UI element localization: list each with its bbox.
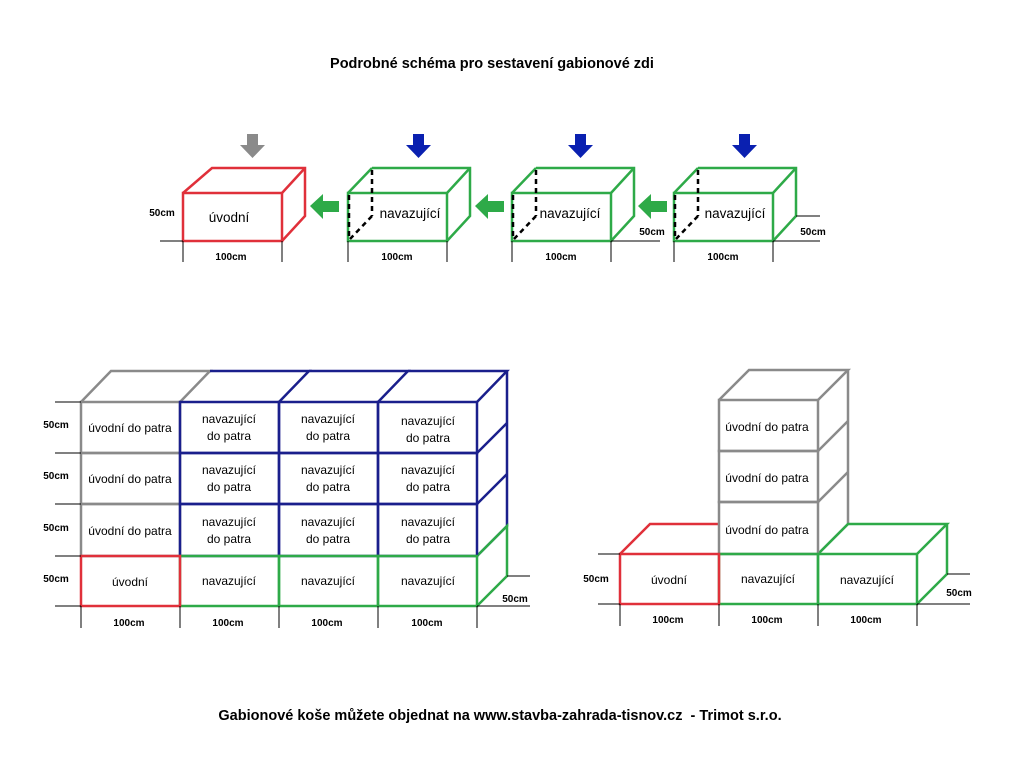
down-arrow-icon	[732, 134, 757, 158]
floor-continuing-label: do patra	[406, 532, 450, 546]
continuing-basket-2	[510, 166, 636, 243]
floor-continuing-label: navazující	[301, 412, 356, 426]
floor-continuing-label: navazující	[401, 414, 456, 428]
height-dimension: 50cm	[43, 420, 69, 431]
height-dimension: 50cm	[583, 574, 609, 585]
floor-continuing-label: do patra	[207, 429, 251, 443]
diagram-title: Podrobné schéma pro sestavení gabionové …	[330, 56, 654, 72]
width-dimension: 100cm	[381, 252, 412, 263]
down-arrow-icon	[406, 134, 431, 158]
floor-continuing-label: do patra	[207, 480, 251, 494]
continuing-basket-2-label: navazující	[540, 206, 601, 221]
full-wall: úvodní do patra úvodní do patra úvodní d…	[43, 369, 530, 629]
width-dimension: 100cm	[751, 615, 782, 626]
height-dimension: 50cm	[149, 208, 175, 219]
depth-dimension: 50cm	[639, 227, 665, 238]
base-continuing-label: navazující	[741, 572, 796, 586]
footer-order-note: Gabionové koše můžete objednat na www.st…	[218, 708, 781, 724]
floor-start-label: úvodní do patra	[88, 472, 172, 486]
width-dimension: 100cm	[215, 252, 246, 263]
floor-continuing-label: navazující	[301, 463, 356, 477]
continuing-basket-1-label: navazující	[380, 206, 441, 221]
width-dimension: 100cm	[113, 618, 144, 629]
width-dimension: 100cm	[411, 618, 442, 629]
floor-continuing-label: navazující	[301, 515, 356, 529]
floor-start-label: úvodní do patra	[88, 421, 172, 435]
floor-start-label: úvodní do patra	[725, 523, 809, 537]
width-dimension: 100cm	[212, 618, 243, 629]
assembly-sequence: úvodní navazující	[149, 134, 826, 263]
base-continuing-label: navazující	[840, 573, 895, 587]
left-arrow-icon	[638, 194, 667, 219]
start-basket-label: úvodní	[209, 210, 250, 225]
floor-continuing-label: navazující	[202, 463, 257, 477]
column-dimension-lines	[598, 553, 970, 626]
depth-dimension: 50cm	[946, 588, 972, 599]
base-continuing-label: navazující	[202, 574, 257, 588]
left-arrow-icon	[475, 194, 504, 219]
floor-continuing-label: do patra	[207, 532, 251, 546]
floor-continuing-label: do patra	[406, 480, 450, 494]
start-basket	[181, 166, 307, 243]
base-start-label: úvodní	[651, 573, 688, 587]
base-start-label: úvodní	[112, 575, 149, 589]
base-continuing-label: navazující	[401, 574, 456, 588]
floor-start-label: úvodní do patra	[725, 471, 809, 485]
down-arrow-icon	[568, 134, 593, 158]
continuing-basket-1	[346, 166, 472, 243]
left-arrow-icon	[310, 194, 339, 219]
base-start-basket	[618, 552, 721, 606]
width-dimension: 100cm	[652, 615, 683, 626]
height-dimension: 50cm	[43, 523, 69, 534]
width-dimension: 100cm	[707, 252, 738, 263]
width-dimension: 100cm	[545, 252, 576, 263]
depth-dimension: 50cm	[502, 594, 528, 605]
base-continuing-label: navazující	[301, 574, 356, 588]
height-dimension: 50cm	[43, 471, 69, 482]
floor-continuing-label: navazující	[401, 463, 456, 477]
floor-continuing-label: navazující	[202, 412, 257, 426]
height-dimension: 50cm	[43, 574, 69, 585]
column-wall: úvodní do patra úvodní do patra úvodní d…	[583, 368, 972, 626]
floor-start-label: úvodní do patra	[88, 524, 172, 538]
width-dimension: 100cm	[311, 618, 342, 629]
depth-dimension: 50cm	[800, 227, 826, 238]
floor-continuing-label: do patra	[306, 532, 350, 546]
down-arrow-icon	[240, 134, 265, 158]
floor-start-label: úvodní do patra	[725, 420, 809, 434]
top-dimension-lines	[160, 215, 820, 262]
floor-continuing-label: do patra	[406, 431, 450, 445]
continuing-basket-3	[672, 166, 798, 243]
floor-continuing-label: do patra	[306, 480, 350, 494]
base-start-basket	[79, 554, 182, 608]
floor-continuing-baskets	[178, 400, 479, 558]
floor-continuing-label: navazující	[401, 515, 456, 529]
continuing-basket-3-label: navazující	[705, 206, 766, 221]
floor-continuing-label: navazující	[202, 515, 257, 529]
width-dimension: 100cm	[850, 615, 881, 626]
floor-continuing-label: do patra	[306, 429, 350, 443]
wall-dimension-lines	[55, 401, 530, 628]
